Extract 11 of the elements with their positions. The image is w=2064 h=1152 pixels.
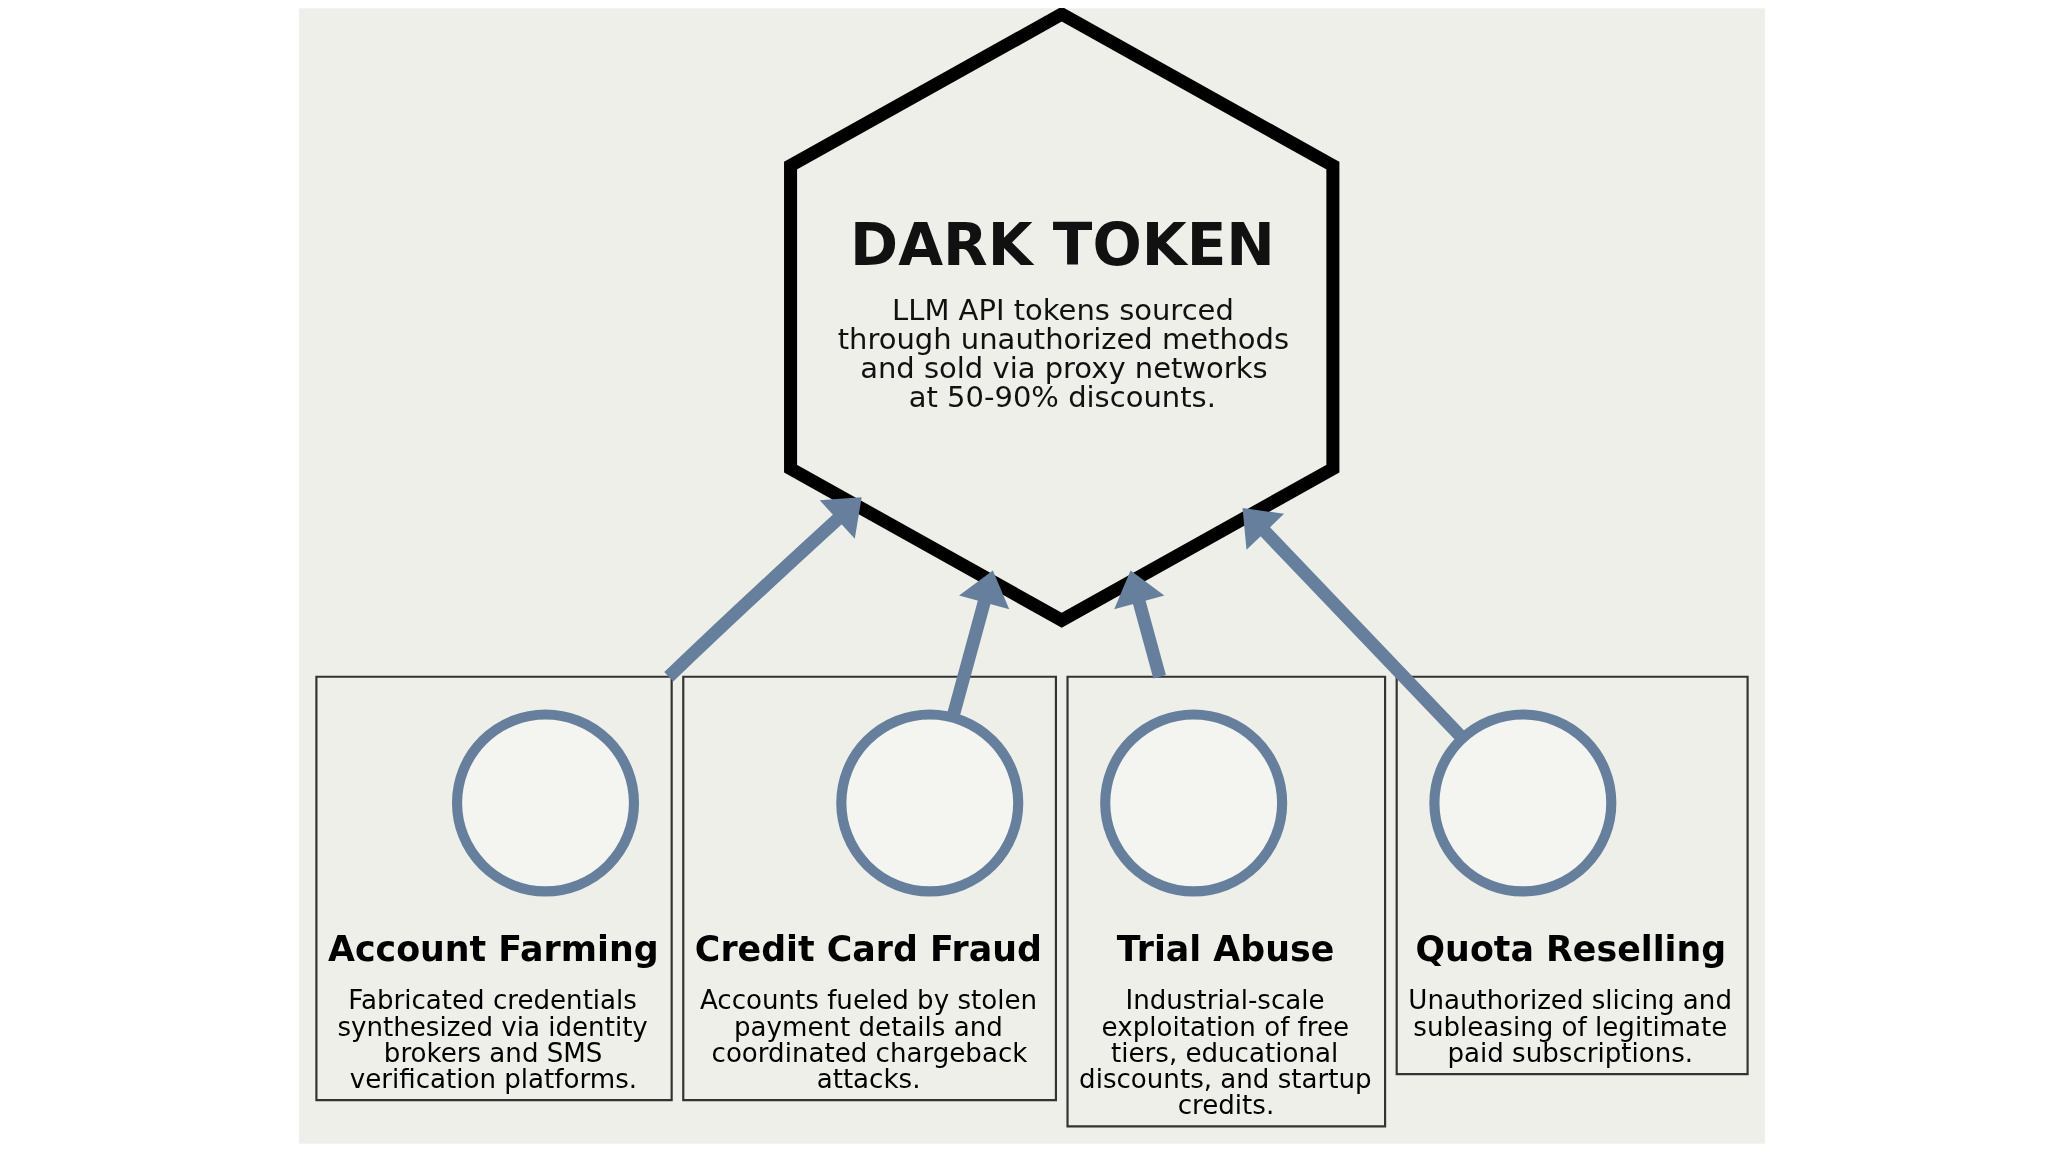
arrow [1242, 507, 1467, 743]
cluster: Account Farming Fabricated credentials synthesized via identity brokers and SMS verification platforms. [315, 675, 673, 1102]
cluster: Trial Abuse Industrial-scale exploitation of free tiers, educational discounts, and startup credits. [1066, 675, 1387, 1128]
arrow [664, 497, 862, 682]
node-circle [1429, 709, 1617, 897]
node-circle [836, 709, 1024, 897]
arrow [1114, 570, 1166, 679]
node-circle [452, 709, 640, 897]
node-circle [1100, 709, 1288, 897]
cluster: Quota Reselling Unauthorized slicing and subleasing of legitimate paid subscriptions. [1395, 675, 1749, 1076]
cluster: Credit Card Fraud Accounts fueled by stolen payment details and coordinated chargeback attacks. [682, 675, 1057, 1102]
